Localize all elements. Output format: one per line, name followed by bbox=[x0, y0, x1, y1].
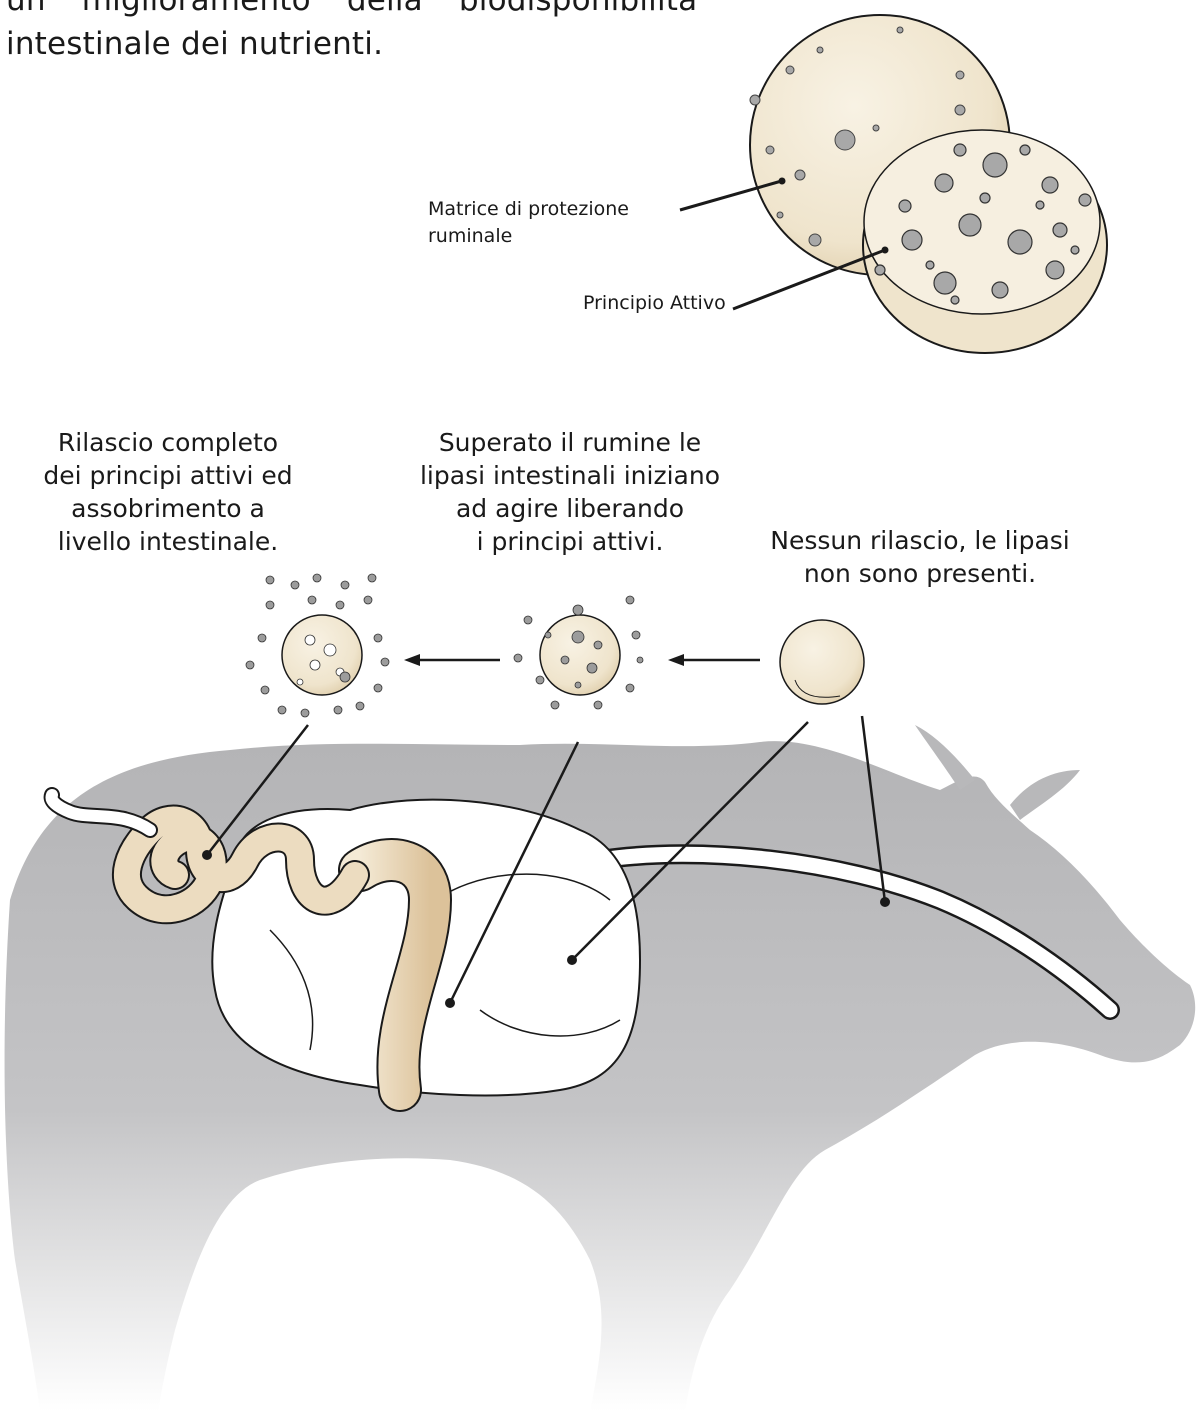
stage-1-line-3: assobrimento a bbox=[18, 492, 318, 525]
stage-3-label: Nessun rilascio, le lipasi non sono pres… bbox=[760, 524, 1080, 590]
arrow-stage2-to-stage1 bbox=[404, 654, 500, 666]
stage-2-line-2: lipasi intestinali iniziano bbox=[410, 459, 730, 492]
stage-2-line-3: ad agire liberando bbox=[410, 492, 730, 525]
arrow-stage3-to-stage2 bbox=[668, 654, 760, 666]
stage-3-line-1: Nessun rilascio, le lipasi bbox=[760, 524, 1080, 557]
intro-line-1: un miglioramento della biodisponibilità bbox=[6, 0, 706, 22]
stage-1-line-1: Rilascio completo bbox=[18, 426, 318, 459]
stage-1-line-4: livello intestinale. bbox=[18, 525, 318, 558]
matrix-label-line-2: ruminale bbox=[428, 223, 629, 250]
matrix-label: Matrice di protezione ruminale bbox=[428, 196, 629, 250]
stage-2-line-4: i principi attivi. bbox=[410, 525, 730, 558]
pellet-partial bbox=[514, 596, 643, 709]
intro-text: un miglioramento della biodisponibilità … bbox=[6, 0, 706, 66]
pellet-released bbox=[246, 574, 389, 717]
active-ingredient-label: Principio Attivo bbox=[583, 290, 726, 317]
stage-2-line-1: Superato il rumine le bbox=[410, 426, 730, 459]
capsule-illustration bbox=[680, 15, 1107, 353]
pellet-intact bbox=[780, 620, 864, 704]
intro-line-2: intestinale dei nutrienti. bbox=[6, 22, 706, 66]
stage-1-label: Rilascio completo dei principi attivi ed… bbox=[18, 426, 318, 558]
matrix-label-line-1: Matrice di protezione bbox=[428, 196, 629, 223]
stage-1-line-2: dei principi attivi ed bbox=[18, 459, 318, 492]
stage-3-line-2: non sono presenti. bbox=[760, 557, 1080, 590]
stage-2-label: Superato il rumine le lipasi intestinali… bbox=[410, 426, 730, 558]
